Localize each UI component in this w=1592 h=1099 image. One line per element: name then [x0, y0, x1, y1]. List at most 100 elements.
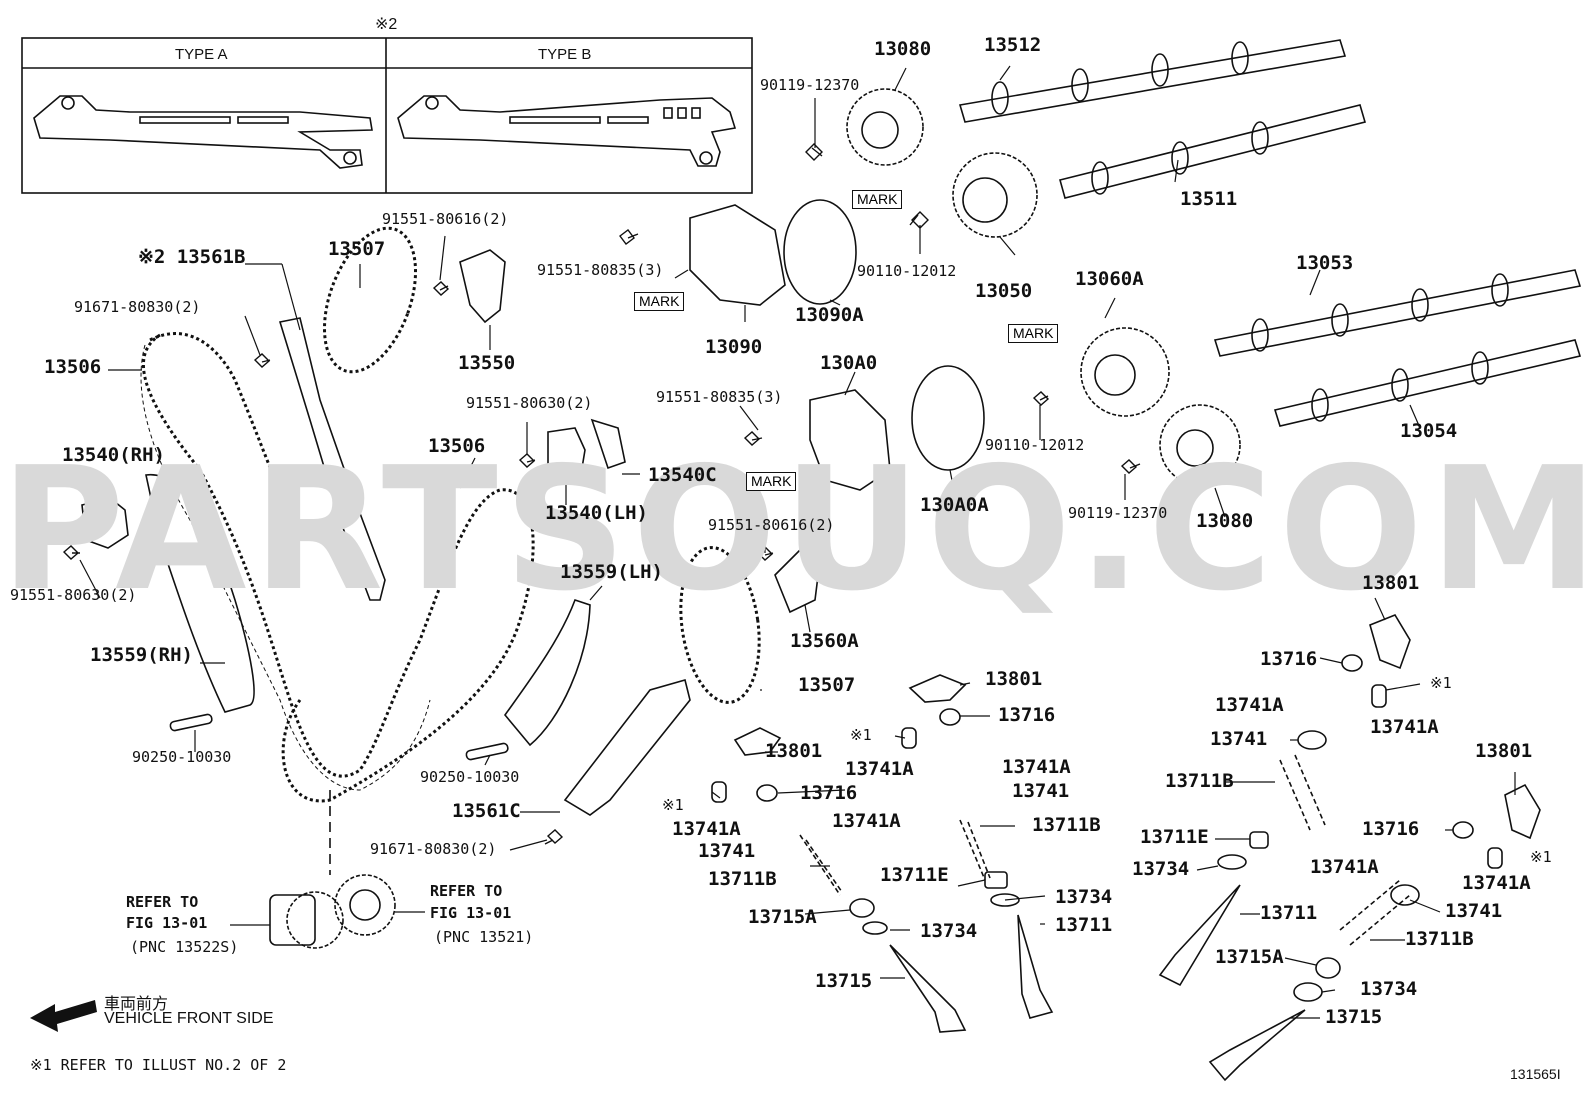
part-label-13741-a[interactable]: 13741: [1012, 780, 1070, 802]
part-label-13715a-a[interactable]: 13715A: [748, 906, 817, 928]
part-label-91671-80830-top[interactable]: 91671-80830(2): [74, 298, 201, 316]
part-label-13507-top[interactable]: 13507: [328, 238, 386, 260]
part-label-13507-mid[interactable]: 13507: [798, 674, 856, 696]
part-label-13060a[interactable]: 13060A: [1075, 268, 1144, 290]
part-label-13711e-b[interactable]: 13711E: [1140, 826, 1209, 848]
part-label-13741-c[interactable]: 13741: [1210, 728, 1268, 750]
tensioner-13550: [459, 249, 506, 324]
part-label-13550[interactable]: 13550: [458, 352, 516, 374]
part-label-13741a-a[interactable]: 13741A: [845, 758, 914, 780]
part-label-13801-b[interactable]: 13801: [765, 740, 823, 762]
part-label-13741a-d[interactable]: 13741A: [832, 810, 901, 832]
part-label-13715a-b[interactable]: 13715A: [1215, 946, 1284, 968]
part-label-13716-b[interactable]: 13716: [800, 782, 858, 804]
part-label-13512[interactable]: 13512: [984, 34, 1042, 56]
part-label-91551-80630-left[interactable]: 91551-80630(2): [10, 586, 137, 604]
part-label-13080-mid[interactable]: 13080: [1196, 510, 1254, 532]
part-label-13734-c[interactable]: 13734: [1132, 858, 1190, 880]
part-label-13734-a[interactable]: 13734: [920, 920, 978, 942]
cam-gear-13080-top: [846, 88, 924, 166]
part-label-130a0a[interactable]: 130A0A: [920, 494, 989, 516]
vehicle-front-arrow-icon: [30, 1000, 97, 1032]
part-label-13054[interactable]: 13054: [1400, 420, 1458, 442]
secondary-chain-13507-mid: [679, 546, 761, 704]
secondary-chain-13507-top: [322, 226, 418, 374]
part-label-13716-c[interactable]: 13716: [1260, 648, 1318, 670]
type-b-guide-drawing: [397, 95, 737, 167]
part-label-13540c[interactable]: 13540C: [648, 464, 717, 486]
timing-chain-primary: [141, 333, 535, 803]
part-label-13511[interactable]: 13511: [1180, 188, 1238, 210]
part-label-13715-b[interactable]: 13715: [1325, 1006, 1383, 1028]
part-label-13540-rh[interactable]: 13540(RH): [62, 444, 165, 466]
part-label-13711b-c[interactable]: 13711B: [1165, 770, 1234, 792]
part-label-13741-b[interactable]: 13741: [698, 840, 756, 862]
part-label-13090a[interactable]: 13090A: [795, 304, 864, 326]
part-label-13053[interactable]: 13053: [1296, 252, 1354, 274]
part-label-91551-80616-mid[interactable]: 91551-80616(2): [708, 516, 835, 534]
part-label-13716-d[interactable]: 13716: [1362, 818, 1420, 840]
part-label-13711-b[interactable]: 13711: [1260, 902, 1318, 924]
part-label-13801-c[interactable]: 13801: [1362, 572, 1420, 594]
part-label-13540-lh[interactable]: 13540(LH): [545, 502, 648, 524]
part-label-90250-10030-left[interactable]: 90250-10030: [132, 748, 232, 766]
part-label-90119-12370-mid[interactable]: 90119-12370: [1068, 504, 1168, 522]
part-label-13741a-f[interactable]: 13741A: [1370, 716, 1439, 738]
part-label-13711b-d[interactable]: 13711B: [1405, 928, 1474, 950]
part-label-13561b[interactable]: ※2 13561B: [138, 246, 246, 268]
part-label-13711b-a[interactable]: 13711B: [1032, 814, 1101, 836]
type-table-note-mark: ※2: [375, 16, 398, 33]
part-label-13506-mid[interactable]: 13506: [428, 435, 486, 457]
chain-slipper-13559rh: [145, 473, 255, 713]
part-label-13561c[interactable]: 13561C: [452, 800, 521, 822]
part-label-13801-d[interactable]: 13801: [1475, 740, 1533, 762]
refer-2-line2[interactable]: FIG 13-01: [430, 904, 512, 922]
part-label-13559-lh[interactable]: 13559(LH): [560, 561, 663, 583]
part-label-91551-80616-top[interactable]: 91551-80616(2): [382, 210, 509, 228]
pin-90250-mid: [465, 742, 509, 761]
part-label-13050[interactable]: 13050: [975, 280, 1033, 302]
part-label-13741-d[interactable]: 13741: [1445, 900, 1503, 922]
part-label-91671-80830-bottom[interactable]: 91671-80830(2): [370, 840, 497, 858]
tensioner-13540lh: [547, 427, 586, 485]
camshaft-13511: [1059, 104, 1367, 199]
refer-1-line2[interactable]: FIG 13-01: [126, 914, 208, 932]
part-label-13741a-h[interactable]: 13741A: [1462, 872, 1531, 894]
part-label-90110-12012-mid[interactable]: 90110-12012: [985, 436, 1085, 454]
part-label-13734-b[interactable]: 13734: [1055, 886, 1113, 908]
part-label-13080-top[interactable]: 13080: [874, 38, 932, 60]
valve-13715-b: [1208, 1009, 1306, 1082]
part-label-130a0[interactable]: 130A0: [820, 352, 878, 374]
ref-note-1-b: ※1: [662, 796, 684, 814]
part-label-13711-a[interactable]: 13711: [1055, 914, 1113, 936]
chain-guide-13561b: [278, 317, 386, 601]
part-label-13741a-e[interactable]: 13741A: [1215, 694, 1284, 716]
part-label-90110-12012-top[interactable]: 90110-12012: [857, 262, 957, 280]
part-label-13560a[interactable]: 13560A: [790, 630, 859, 652]
part-label-13741a-b[interactable]: 13741A: [1002, 756, 1071, 778]
part-label-13741a-g[interactable]: 13741A: [1310, 856, 1379, 878]
type-b-header: TYPE B: [538, 46, 592, 63]
part-label-90250-10030-mid[interactable]: 90250-10030: [420, 768, 520, 786]
part-label-13711e-a[interactable]: 13711E: [880, 864, 949, 886]
part-label-13801-a[interactable]: 13801: [985, 668, 1043, 690]
part-label-91551-80835-mid[interactable]: 91551-80835(3): [656, 388, 783, 406]
camshaft-13053: [1213, 269, 1582, 357]
part-label-13711b-b[interactable]: 13711B: [708, 868, 777, 890]
mark-box-1: MARK: [852, 190, 903, 210]
part-label-13741a-c[interactable]: 13741A: [672, 818, 741, 840]
part-label-91551-80835-top[interactable]: 91551-80835(3): [537, 261, 664, 279]
part-label-91551-80630-mid[interactable]: 91551-80630(2): [466, 394, 593, 412]
part-label-13715-a[interactable]: 13715: [815, 970, 873, 992]
part-label-13559-rh[interactable]: 13559(RH): [90, 644, 193, 666]
part-label-13506-left[interactable]: 13506: [44, 356, 102, 378]
part-label-90119-12370-top[interactable]: 90119-12370: [760, 76, 860, 94]
part-label-13734-d[interactable]: 13734: [1360, 978, 1418, 1000]
cam-gear-13080-mid: [1159, 404, 1241, 486]
part-label-13716-a[interactable]: 13716: [998, 704, 1056, 726]
tensioner-13560a: [774, 549, 821, 614]
part-label-13090[interactable]: 13090: [705, 336, 763, 358]
vehicle-front-label-en: VEHICLE FRONT SIDE: [104, 1010, 274, 1027]
